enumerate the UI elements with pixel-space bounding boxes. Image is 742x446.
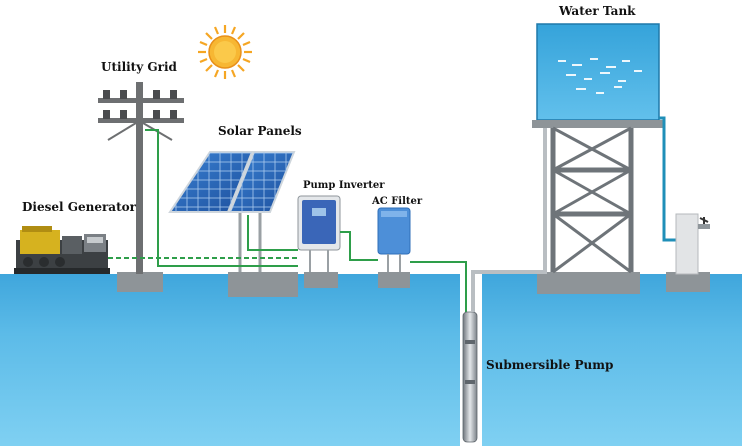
utility-pole-icon <box>98 82 184 274</box>
submersible-pump-icon <box>462 311 478 443</box>
tank-foundation <box>537 272 640 294</box>
ground-left <box>0 274 460 446</box>
utility-grid-label: Utility Grid <box>101 60 177 74</box>
water-tank-icon <box>532 23 664 274</box>
solar-panels-icon <box>168 151 296 272</box>
faucet-icon <box>675 213 710 275</box>
sun-icon <box>198 25 252 79</box>
ac-filter-label: AC Filter <box>372 196 423 207</box>
pump-inverter-label: Pump Inverter <box>303 180 385 191</box>
water-tank-label: Water Tank <box>559 4 636 18</box>
ac-filter-icon <box>377 207 411 272</box>
wiring <box>108 129 467 320</box>
diesel-generator-icon <box>14 226 110 274</box>
submersible-pump-label: Submersible Pump <box>486 358 614 372</box>
solar-panels-label: Solar Panels <box>218 124 302 138</box>
inverter-foundation <box>304 272 338 288</box>
faucet-foundation <box>666 272 710 292</box>
diesel-generator-label: Diesel Generator <box>22 200 136 214</box>
generator-foundation <box>117 272 163 292</box>
solar-foundation <box>228 272 298 297</box>
ground-right <box>482 274 742 446</box>
pump-inverter-icon <box>297 195 341 272</box>
filter-foundation <box>378 272 410 288</box>
